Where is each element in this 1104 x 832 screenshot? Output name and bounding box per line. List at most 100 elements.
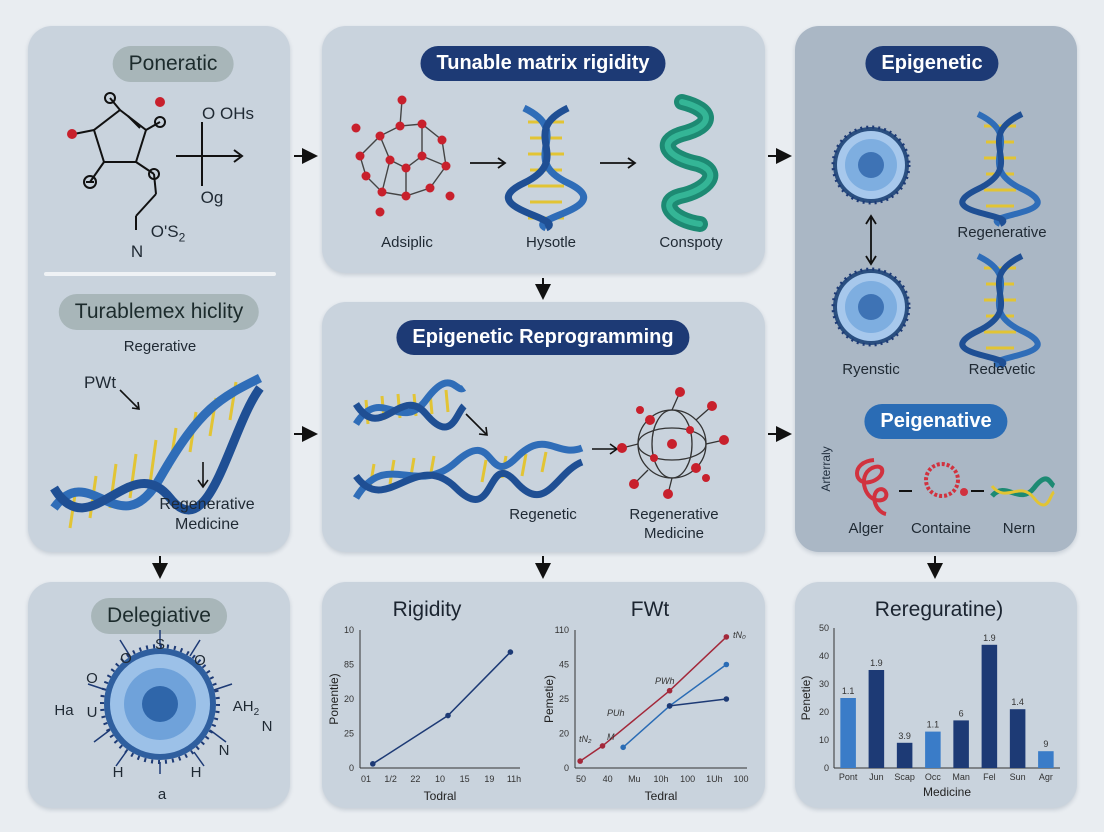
formula-label-right-1: O OHs: [202, 104, 254, 123]
label-regenerative-right: Regenerative: [957, 224, 1047, 241]
arrow-tm-2: [600, 157, 637, 169]
cell-large: [87, 630, 233, 774]
atom-h1: H: [112, 764, 124, 781]
x-tick-label: Agr: [1039, 772, 1053, 782]
bar-value-label: 1.9: [870, 658, 883, 668]
atom-o3: O: [86, 670, 98, 687]
label-ryenstic: Ryenstic: [842, 361, 900, 378]
bar-value-label: 6: [959, 708, 964, 718]
data-point: [666, 703, 673, 709]
atom-n1: N: [261, 718, 273, 735]
panel-title-turablemex: Turablemex hiclity: [58, 294, 260, 330]
y-tick-label: 0: [824, 763, 829, 773]
data-point: [445, 712, 451, 719]
x-tick-label: 1/2: [384, 774, 397, 784]
panel-bottom-right: [795, 582, 1077, 808]
x-tick-label: 10h: [653, 774, 668, 784]
data-point: [370, 761, 376, 767]
bar: [1009, 709, 1026, 768]
panel-bottom-middle: [322, 582, 765, 808]
bar-value-label: 1.4: [1011, 697, 1024, 707]
y-tick-label: 85: [344, 660, 354, 670]
molecular-network: [351, 95, 455, 217]
cell-icon-top: [831, 125, 911, 205]
y-tick-label: 30: [819, 679, 829, 689]
label-redevetic: Redevetic: [968, 361, 1036, 378]
chart-annotation: PWh: [655, 676, 675, 686]
atom-s: S: [154, 636, 166, 653]
bar-value-label: 3.9: [898, 731, 911, 741]
y-tick-label: 25: [559, 694, 569, 704]
panel-title-delegiative: Delegiative: [91, 598, 227, 634]
panel-subtitle-peigenative: Peigenative: [864, 404, 1008, 439]
bar: [981, 644, 998, 768]
atom-ah: AH2: [232, 698, 260, 718]
x-tick-label: Jun: [869, 772, 884, 782]
x-tick-label: Scap: [894, 772, 915, 782]
series-line: [669, 698, 727, 707]
formula-label-right-2: Og: [200, 188, 224, 207]
chart-title-rigidity: Rigidity: [392, 598, 462, 621]
bar: [1038, 751, 1054, 768]
ring-red: [924, 462, 968, 498]
chart-annotation: tN₀: [733, 630, 746, 640]
bar-value-label: 1.9: [983, 633, 996, 643]
dash-2: [971, 490, 984, 492]
x-tick-label: Man: [952, 772, 970, 782]
data-point: [507, 649, 514, 655]
atom-o2: O: [194, 652, 206, 669]
x-tick-label: 15: [460, 774, 470, 784]
atom-n2: N: [218, 742, 230, 759]
label-conspoty: Conspoty: [659, 234, 723, 251]
panel-title-tunable-matrix: Tunable matrix rigidity: [420, 46, 666, 81]
chart-title-rereguratine: Rereguratine): [874, 598, 1004, 621]
panel-left: [28, 26, 290, 552]
label-alger: Alger: [848, 520, 884, 537]
chart-title-fwt: FWt: [630, 598, 670, 621]
atom-u: U: [86, 704, 98, 721]
label-containe: Containe: [910, 520, 972, 537]
label-regenerative-medicine-1: Regenerative: [159, 496, 255, 513]
x-tick-label: 1Uh: [706, 774, 723, 784]
x-tick-label: 100: [680, 774, 695, 784]
dna-helix-large: [50, 373, 264, 529]
molecular-sphere: [617, 387, 729, 499]
left-panel-divider: [44, 272, 276, 276]
data-point: [599, 743, 606, 749]
squiggle-red: [855, 458, 889, 516]
dna-small-green: [990, 476, 1056, 507]
bar: [840, 698, 856, 768]
green-protein-ribbon: [659, 94, 719, 232]
x-tick-label: 10: [435, 774, 445, 784]
chart-bars: 010203040501.1Pont1.9Jun3.9Scap1.1Occ6Ma…: [799, 623, 1060, 799]
bar: [896, 742, 913, 768]
y-tick-label: 20: [819, 707, 829, 717]
x-tick-label: Occ: [925, 772, 942, 782]
dna-strand-2: [353, 440, 584, 503]
arrow-reprog-1: [465, 413, 488, 436]
bar-value-label: 9: [1043, 739, 1048, 749]
y-tick-label: 40: [819, 651, 829, 661]
dash-1: [899, 490, 912, 492]
x-axis-label: Medicine: [923, 785, 971, 799]
arrow-reprog-2: [592, 443, 619, 455]
arrow-pwt: [119, 389, 140, 410]
data-point: [666, 687, 673, 694]
y-tick-label: 0: [349, 763, 354, 773]
bar: [868, 670, 885, 768]
atom-h2: H: [190, 764, 202, 781]
data-point: [723, 661, 730, 668]
chart-annotation: tN₂: [579, 734, 592, 744]
y-axis-label: Ponentie): [327, 673, 341, 724]
bar: [953, 720, 969, 768]
arrow-bidirectional: [865, 214, 877, 266]
chart-annotation: M: [607, 732, 615, 742]
x-axis-label: Tedral: [645, 789, 678, 803]
label-regenerative-medicine-2: Medicine: [174, 516, 240, 533]
data-point: [577, 758, 583, 764]
atom-o1: O: [120, 650, 132, 667]
y-tick-label: 25: [344, 729, 354, 739]
data-point: [723, 696, 730, 702]
y-axis-label: Penetie): [799, 676, 813, 721]
